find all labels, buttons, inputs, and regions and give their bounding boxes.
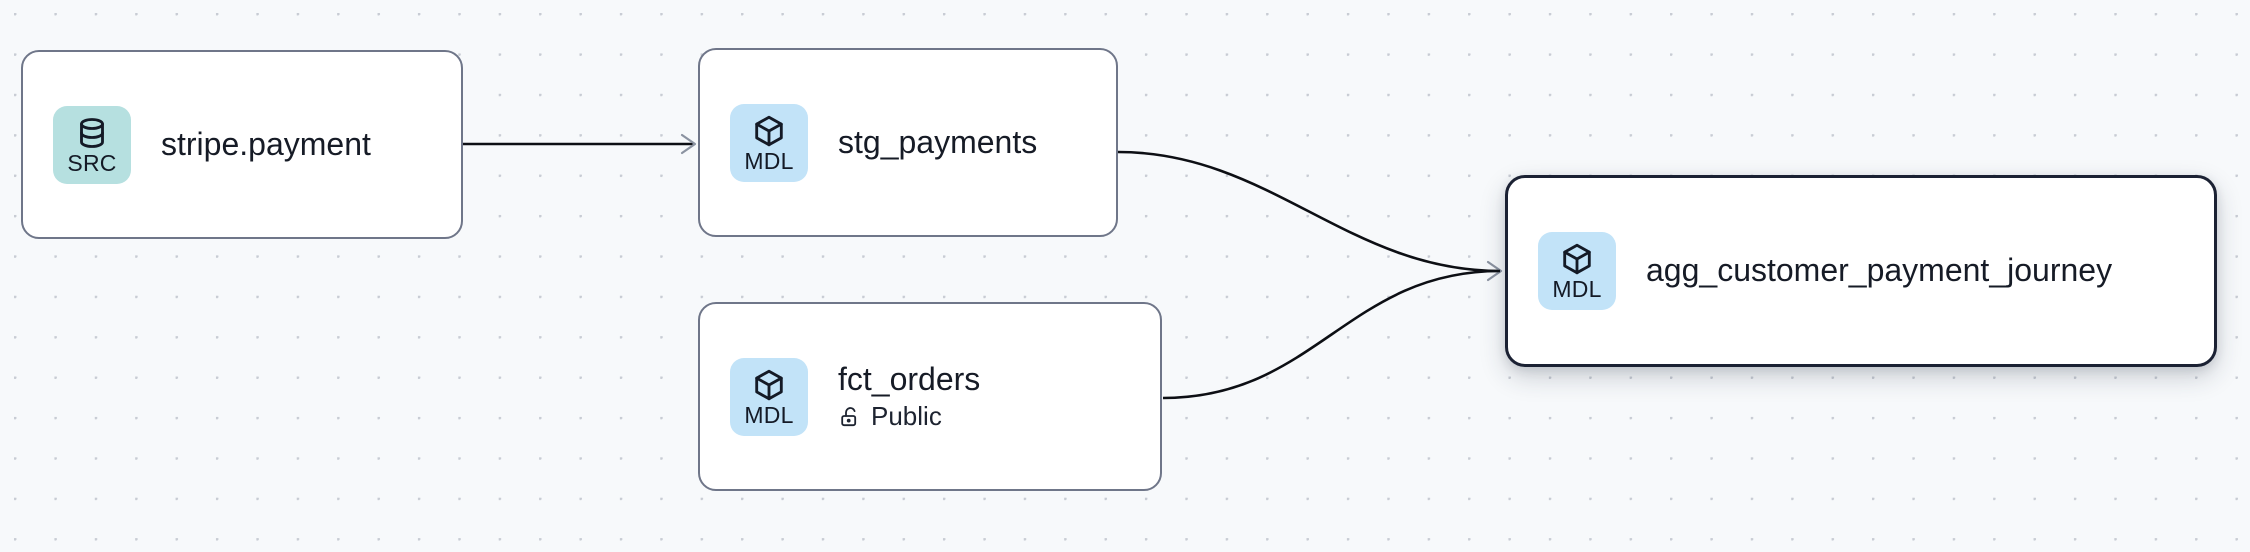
lineage-node-stripe-payment[interactable]: SRC stripe.payment	[21, 50, 463, 239]
node-visibility: Public	[838, 401, 980, 432]
cube-icon	[755, 369, 783, 400]
node-badge-label: MDL	[744, 401, 794, 428]
node-title: stg_payments	[838, 123, 1038, 160]
lineage-node-agg-customer-payment-journey[interactable]: MDL agg_customer_payment_journey	[1505, 175, 2217, 367]
node-badge-label: MDL	[1552, 276, 1602, 302]
edge-stg-payments-to-agg-journey	[1117, 150, 1503, 282]
node-badge-label: MDL	[744, 147, 794, 174]
node-badge-mdl: MDL	[1538, 232, 1616, 310]
node-title: agg_customer_payment_journey	[1646, 252, 2113, 289]
node-visibility-label: Public	[871, 401, 942, 432]
node-badge-mdl: MDL	[730, 103, 808, 182]
node-title: fct_orders	[838, 360, 981, 397]
node-body: stripe.payment	[161, 125, 371, 162]
node-badge-label: SRC	[67, 149, 117, 176]
node-body: stg_payments	[838, 123, 1038, 160]
node-title: stripe.payment	[161, 125, 371, 162]
node-body: fct_orders Public	[838, 360, 981, 432]
node-badge-mdl: MDL	[730, 357, 808, 436]
edge-fct-orders-to-agg-journey	[1162, 269, 1501, 400]
cube-icon	[755, 115, 783, 146]
node-badge-src: SRC	[53, 105, 131, 184]
node-body: agg_customer_payment_journey	[1646, 254, 2112, 288]
unlock-icon	[841, 406, 857, 426]
database-icon	[80, 117, 104, 148]
lineage-node-stg-payments[interactable]: MDL stg_payments	[698, 48, 1118, 237]
lineage-node-fct-orders[interactable]: MDL fct_orders Public	[698, 302, 1162, 491]
edge-stripe-payment-to-stg-payments	[463, 133, 697, 155]
cube-icon	[1563, 243, 1591, 275]
